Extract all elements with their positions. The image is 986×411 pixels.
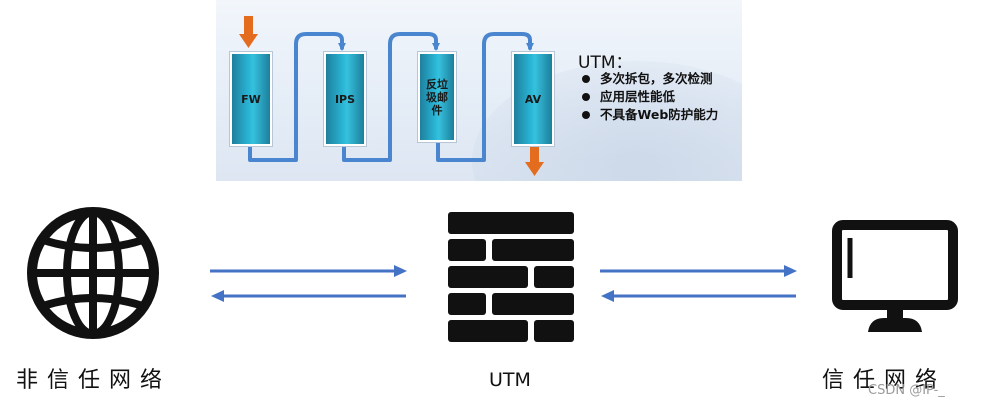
module-antispam-label: 反垃圾邮件 [426,77,448,117]
input-arrow [239,16,258,48]
pipe-fw-ips [248,32,346,162]
bullet-icon [582,111,590,119]
untrusted-network-label: 非信任网络 [16,368,172,393]
trusted-network-label: 信任网络 [822,368,947,393]
left-link-arrows [210,265,407,302]
globe-icon [27,207,159,339]
flow-pipes [239,16,544,176]
drawback-item: 不具备Web防护能力 [582,106,718,124]
module-ips-label: IPS [334,92,356,106]
module-ips: IPS [324,52,366,146]
firewall-icon [448,212,574,342]
utm-drawbacks-list: 多次拆包，多次检测 应用层性能低 不具备Web防护能力 [582,70,718,124]
right-link-arrows [600,265,797,302]
utm-flow-panel: FW IPS 反垃圾邮件 AV [216,0,742,181]
utm-label: UTM [489,369,531,391]
pipe-antispam-av [436,32,534,162]
module-antispam: 反垃圾邮件 [418,52,456,142]
monitor-icon [832,220,958,332]
output-arrow [525,146,544,176]
module-fw: FW [230,52,272,146]
pipe-ips-antispam [342,32,440,162]
drawback-item: 多次拆包，多次检测 [582,70,718,88]
drawback-item: 应用层性能低 [582,88,718,106]
drawback-text: 应用层性能低 [600,89,676,104]
watermark: CSDN @IP-_ [868,383,945,398]
drawback-text: 多次拆包，多次检测 [600,71,713,86]
module-av: AV [512,52,554,146]
bullet-icon [582,75,590,83]
module-av-label: AV [524,92,542,106]
module-fw-label: FW [241,92,261,106]
bullet-icon [582,93,590,101]
drawback-text: 不具备Web防护能力 [600,107,719,122]
utm-panel-title: UTM： [578,53,633,73]
